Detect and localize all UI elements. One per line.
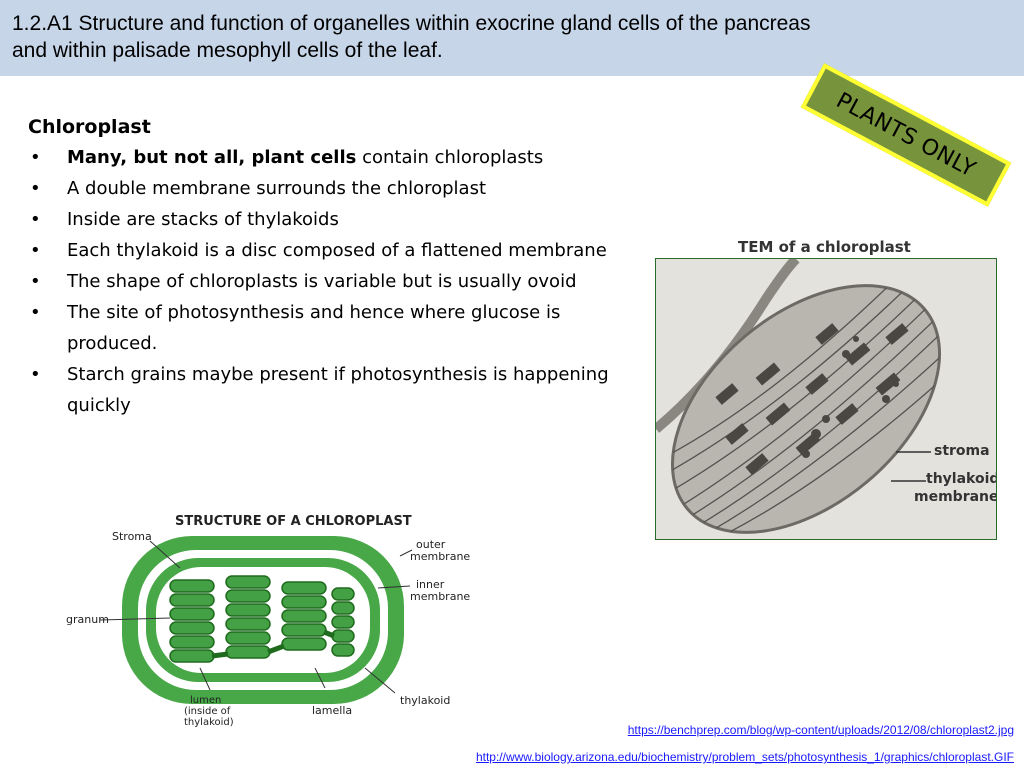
label-lumen-thylakoid: thylakoid) — [184, 717, 234, 728]
slide-title-line-2: and within palisade mesophyll cells of t… — [12, 39, 443, 62]
bullet-text: The shape of chloroplasts is variable bu… — [67, 271, 577, 292]
label-lumen-inside: (inside of — [184, 706, 231, 717]
bullet-list: • Many, but not all, plant cells contain … — [28, 142, 618, 421]
slide-title: 1.2.A1 Structure and function of organel… — [0, 0, 1024, 76]
label-granum: granum — [66, 613, 109, 626]
tem-label-thylakoid: thylakoid — [926, 471, 997, 487]
bullet-symbol: • — [30, 302, 41, 323]
tem-figure: TEM of a chloroplast — [655, 236, 997, 540]
bullet-item: • A double membrane surrounds the chlorop… — [28, 173, 618, 204]
bullet-item: • Each thylakoid is a disc composed of a … — [28, 235, 618, 266]
tem-caption: TEM of a chloroplast — [738, 238, 911, 256]
bullet-text: contain chloroplasts — [356, 147, 544, 168]
label-outer: outer — [416, 538, 446, 551]
bullet-symbol: • — [30, 178, 41, 199]
bullet-symbol: • — [30, 271, 41, 292]
label-lamella: lamella — [312, 704, 352, 717]
chloroplast-structure-diagram: STRUCTURE OF A CHLOROPLAST — [60, 508, 520, 738]
bullet-symbol: • — [30, 364, 41, 385]
label-lumen: lumen — [190, 695, 221, 706]
content-area: Chloroplast • Many, but not all, plant ce… — [28, 112, 618, 421]
plants-only-badge: PLANTS ONLY — [800, 63, 1012, 207]
bullet-text: Starch grains maybe present if photosynt… — [67, 364, 609, 416]
bullet-item: • Many, but not all, plant cells contain … — [28, 142, 618, 173]
bullet-text: The site of photosynthesis and hence whe… — [67, 302, 561, 354]
bullet-symbol: • — [30, 147, 41, 168]
slide-title-line-1: 1.2.A1 Structure and function of organel… — [12, 12, 811, 35]
bullet-symbol: • — [30, 209, 41, 230]
bullet-text: Inside are stacks of thylakoids — [67, 209, 339, 230]
diagram-title: STRUCTURE OF A CHLOROPLAST — [175, 514, 412, 529]
bullet-text: Each thylakoid is a disc composed of a f… — [67, 240, 607, 261]
source-link-benchprep[interactable]: https://benchprep.com/blog/wp-content/up… — [627, 723, 1014, 737]
label-thylakoid: thylakoid — [400, 694, 450, 707]
bullet-item: • Inside are stacks of thylakoids — [28, 204, 618, 235]
section-heading: Chloroplast — [28, 116, 151, 138]
label-inner-membrane: membrane — [410, 590, 470, 603]
label-outer-membrane: membrane — [410, 550, 470, 563]
tem-micrograph — [656, 259, 996, 539]
bullet-item: • The shape of chloroplasts is variable b… — [28, 266, 618, 297]
tem-label-stroma: stroma — [934, 443, 990, 459]
bullet-symbol: • — [30, 240, 41, 261]
label-stroma: Stroma — [112, 530, 152, 543]
bullet-bold-text: Many, but not all, plant cells — [67, 147, 357, 168]
label-inner: inner — [416, 578, 445, 591]
bullet-item: • Starch grains maybe present if photosyn… — [28, 359, 618, 421]
bullet-item: • The site of photosynthesis and hence wh… — [28, 297, 618, 359]
chloroplast-diagram-svg: STRUCTURE OF A CHLOROPLAST — [66, 514, 470, 728]
source-link-arizona[interactable]: http://www.biology.arizona.edu/biochemis… — [475, 750, 1014, 764]
bullet-text: A double membrane surrounds the chloropl… — [67, 178, 487, 199]
